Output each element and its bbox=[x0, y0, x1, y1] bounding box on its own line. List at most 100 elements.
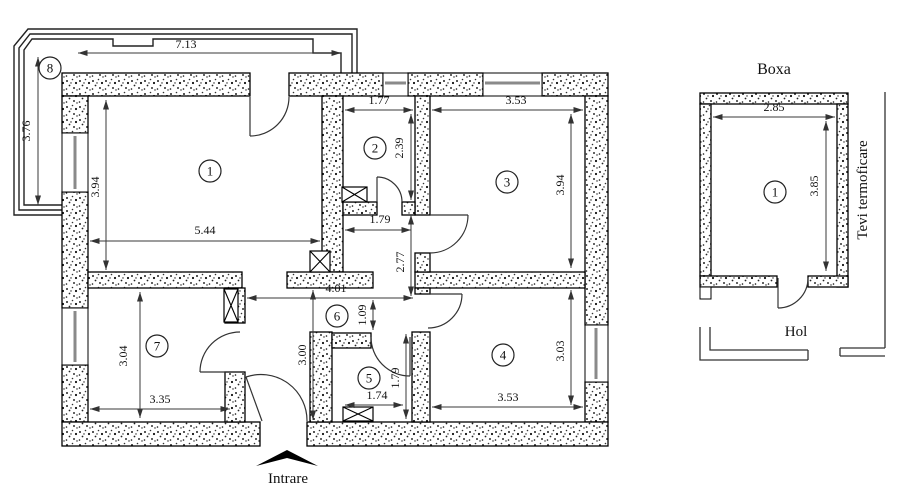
svg-text:2: 2 bbox=[372, 141, 379, 156]
wall-segment bbox=[414, 95, 431, 216]
dimension-boxa-height: 3.85 bbox=[807, 121, 829, 271]
svg-text:4.01: 4.01 bbox=[326, 281, 347, 295]
svg-text:2.77: 2.77 bbox=[393, 252, 407, 273]
vent-box-room5 bbox=[342, 406, 374, 422]
svg-text:3.03: 3.03 bbox=[553, 341, 567, 362]
dimension-room7-height: 3.04 bbox=[116, 292, 143, 418]
wall-segment bbox=[411, 331, 431, 423]
wall-segment bbox=[414, 271, 586, 289]
window-top-2 bbox=[482, 72, 543, 97]
hol-walls bbox=[699, 92, 886, 361]
room-label-8-balcony: 8 bbox=[38, 56, 62, 80]
balcony-middle-rail bbox=[18, 33, 353, 211]
window-top-1 bbox=[382, 72, 409, 97]
svg-text:3.76: 3.76 bbox=[19, 121, 33, 142]
svg-text:2.39: 2.39 bbox=[392, 138, 406, 159]
dimension-room1-width: 5.44 bbox=[90, 223, 320, 244]
room-label-boxa-1: 1 bbox=[763, 180, 787, 204]
dimension-room3-width: 3.53 bbox=[432, 93, 583, 113]
wall-segment bbox=[699, 103, 712, 277]
door-room7 bbox=[199, 331, 241, 373]
wall-segment bbox=[306, 421, 609, 447]
dimension-passage-width: 1.79 bbox=[345, 212, 411, 233]
wall-segment bbox=[61, 191, 89, 309]
wall-segment bbox=[584, 95, 609, 326]
dimension-boxa-width: 2.85 bbox=[713, 100, 835, 120]
dimension-balcony-width: 7.13 bbox=[78, 37, 341, 56]
boxa-walls bbox=[699, 92, 849, 300]
dimension-room1-height: 3.94 bbox=[88, 100, 109, 270]
entrance-arrow-icon bbox=[256, 450, 318, 466]
vent-box-room1 bbox=[309, 250, 331, 273]
dimension-room5-height: 1.79 bbox=[388, 334, 409, 419]
wall-segment bbox=[224, 371, 246, 423]
svg-text:5: 5 bbox=[366, 371, 373, 386]
wall-segment bbox=[61, 421, 261, 447]
svg-text:7.13: 7.13 bbox=[176, 37, 197, 51]
doors bbox=[199, 96, 469, 422]
svg-text:3.85: 3.85 bbox=[807, 176, 821, 197]
door-boxa bbox=[777, 277, 809, 309]
wall-segment bbox=[407, 72, 484, 97]
wall-segment bbox=[836, 103, 849, 288]
svg-text:1.77: 1.77 bbox=[369, 93, 390, 107]
room-label-2: 2 bbox=[363, 136, 387, 160]
dimension-room4-width: 3.53 bbox=[432, 390, 583, 410]
door-room4 bbox=[427, 293, 463, 329]
wall-segment bbox=[61, 364, 89, 423]
svg-text:1: 1 bbox=[207, 164, 214, 179]
exterior-walls bbox=[61, 72, 609, 447]
wall-segment bbox=[321, 95, 344, 273]
dimension-room2-width: 1.77 bbox=[345, 93, 413, 113]
wall-segment bbox=[807, 275, 849, 288]
interior-walls bbox=[87, 95, 586, 423]
hol-wall-left bbox=[699, 327, 808, 361]
door-room2 bbox=[376, 176, 403, 203]
svg-text:3.35: 3.35 bbox=[150, 392, 171, 406]
dimension-corridor-height: 2.77 bbox=[393, 215, 414, 296]
svg-text:3.00: 3.00 bbox=[295, 345, 309, 366]
svg-text:3.04: 3.04 bbox=[116, 346, 130, 367]
window-left-room7 bbox=[61, 307, 89, 366]
dimension-room3-height: 3.94 bbox=[553, 114, 574, 268]
svg-text:3.94: 3.94 bbox=[88, 177, 102, 198]
balcony-outer-rail bbox=[13, 28, 358, 216]
hol-label: Hol bbox=[785, 324, 808, 340]
dimension-hall-width: 4.01 bbox=[247, 281, 413, 301]
svg-text:1.79: 1.79 bbox=[370, 212, 391, 226]
wall-segment bbox=[414, 287, 431, 295]
heating-pipes-label: Tevi termoficare bbox=[855, 140, 871, 240]
svg-text:1.74: 1.74 bbox=[367, 388, 388, 402]
dimension-balcony-depth: 3.76 bbox=[19, 57, 41, 205]
boxa-title: Boxa bbox=[757, 61, 791, 78]
wall-segment bbox=[331, 332, 372, 349]
dimension-hall-alcove: 1.09 bbox=[355, 300, 376, 330]
door-balcony bbox=[249, 96, 290, 137]
vent-boxes bbox=[223, 186, 374, 422]
wall-segment bbox=[699, 275, 778, 288]
svg-text:8: 8 bbox=[47, 61, 54, 76]
svg-text:3: 3 bbox=[504, 175, 511, 190]
entrance-marker: Intrare bbox=[256, 450, 318, 487]
wall-segment bbox=[699, 92, 849, 105]
hol-wall-right bbox=[839, 347, 885, 357]
dimension-room7-width: 3.35 bbox=[90, 392, 230, 412]
wall-segment bbox=[87, 271, 243, 289]
windows bbox=[61, 72, 609, 383]
svg-text:3.94: 3.94 bbox=[553, 175, 567, 196]
svg-text:3.53: 3.53 bbox=[498, 390, 519, 404]
svg-text:5.44: 5.44 bbox=[195, 223, 216, 237]
svg-text:6: 6 bbox=[334, 309, 341, 324]
svg-text:1: 1 bbox=[772, 185, 779, 200]
vent-box-room7 bbox=[223, 288, 239, 323]
room-label-6: 6 bbox=[325, 304, 349, 328]
svg-text:2.85: 2.85 bbox=[764, 100, 785, 114]
room-label-5: 5 bbox=[357, 366, 381, 390]
svg-text:7: 7 bbox=[154, 339, 161, 354]
entrance-label: Intrare bbox=[268, 471, 308, 487]
svg-text:4: 4 bbox=[500, 348, 507, 363]
wall-segment bbox=[584, 381, 609, 423]
svg-text:1.09: 1.09 bbox=[355, 305, 369, 326]
